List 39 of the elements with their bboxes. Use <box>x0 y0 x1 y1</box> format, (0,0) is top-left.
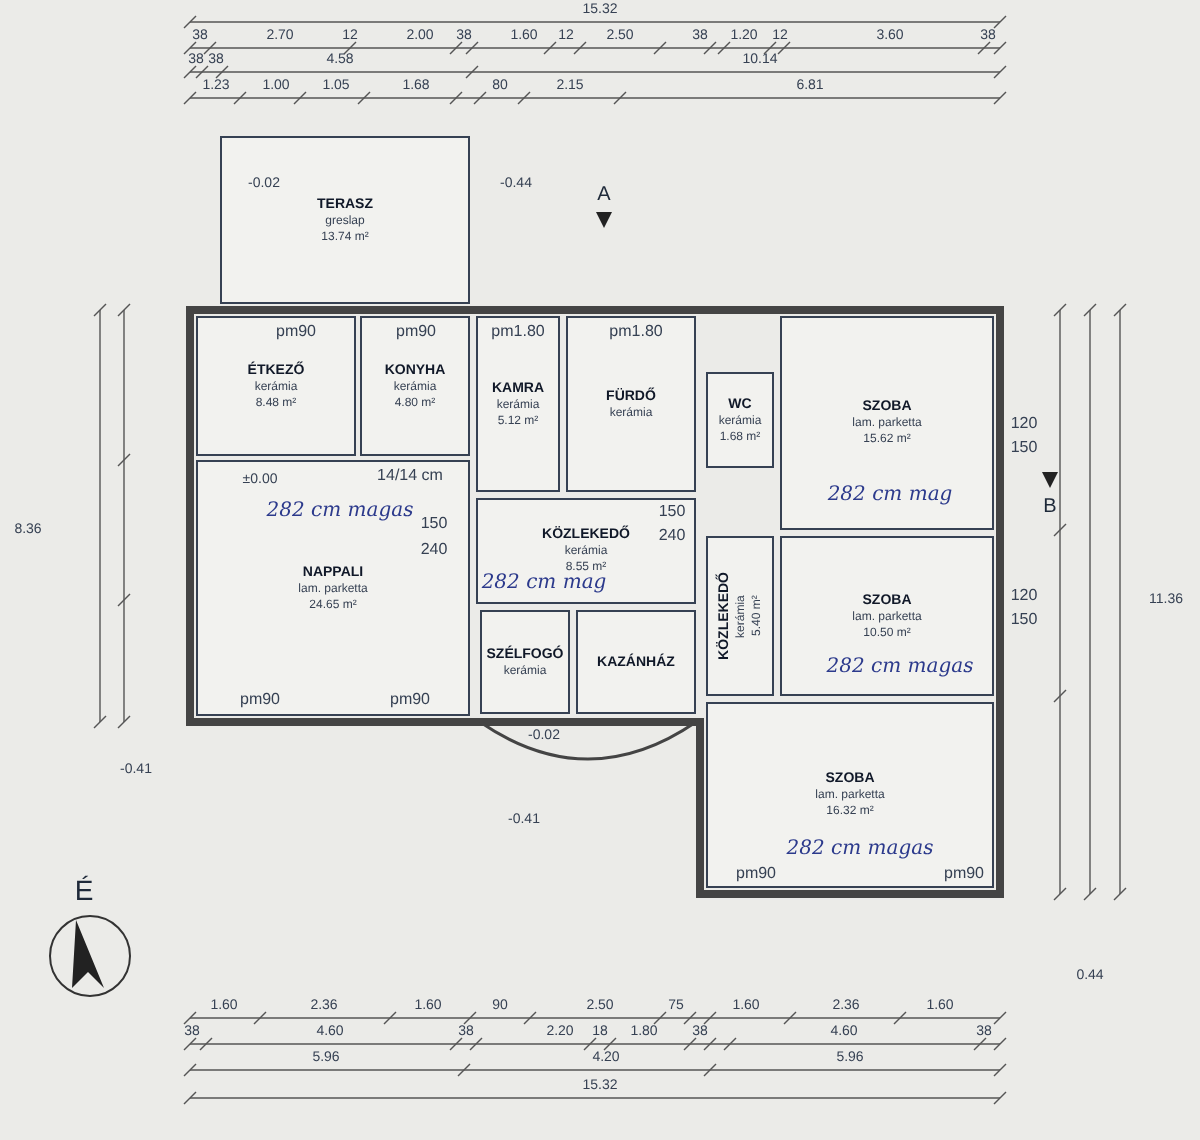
handwritten-note: 282 cm magas <box>266 502 414 522</box>
opening-size-label: 150 <box>1010 612 1038 628</box>
handwritten-note: 282 cm mag <box>481 574 607 594</box>
lintel-label: pm1.80 <box>609 324 663 340</box>
lintel-label: pm90 <box>390 692 430 708</box>
wall-thickness-note: 14/14 cm <box>377 468 443 484</box>
room <box>780 536 994 696</box>
lintel-label: pm90 <box>944 866 984 882</box>
section-letter: B <box>1043 498 1057 518</box>
room <box>480 610 570 714</box>
lintel-label: pm90 <box>276 324 316 340</box>
room <box>576 610 696 714</box>
handwritten-note: 282 cm mag <box>827 486 953 506</box>
handwritten-note: 282 cm magas <box>826 658 974 678</box>
room <box>220 136 470 304</box>
lintel-label: pm90 <box>396 324 436 340</box>
opening-size-label: 120 <box>1010 416 1038 432</box>
opening-size-label: 150 <box>420 516 448 532</box>
opening-size-label: 120 <box>1010 588 1038 604</box>
room <box>476 498 696 604</box>
lintel-label: pm90 <box>240 692 280 708</box>
lintel-label: pm1.80 <box>491 324 545 340</box>
opening-size-label: 240 <box>658 528 686 544</box>
room <box>196 460 470 716</box>
opening-size-label: 150 <box>1010 440 1038 456</box>
room <box>706 702 994 888</box>
compass-letter: É <box>74 876 94 904</box>
lintel-label: pm90 <box>736 866 776 882</box>
opening-size-label: 150 <box>658 504 686 520</box>
handwritten-note: 282 cm magas <box>786 840 934 860</box>
room <box>706 536 774 696</box>
room <box>706 372 774 468</box>
opening-size-label: 240 <box>420 542 448 558</box>
section-letter: A <box>597 186 611 206</box>
room <box>360 316 470 456</box>
room <box>780 316 994 530</box>
room <box>476 316 560 492</box>
room <box>566 316 696 492</box>
room <box>196 316 356 456</box>
